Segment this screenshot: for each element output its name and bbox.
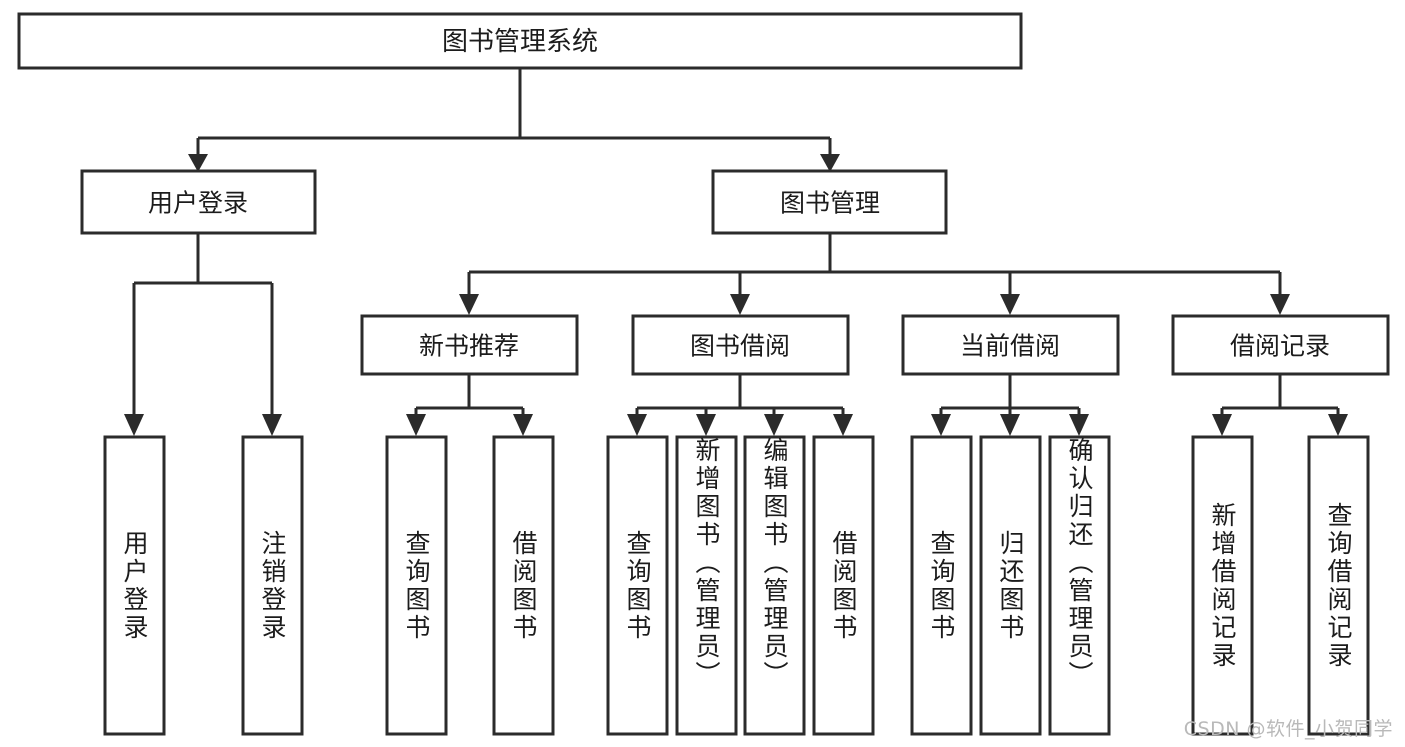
connector-group — [124, 68, 1348, 436]
node-new-book-recommend[interactable]: 新书推荐 — [360, 314, 579, 376]
leaf-add-book-box[interactable] — [675, 435, 738, 736]
node-user-login-box[interactable] — [80, 169, 317, 235]
leaf-edit-book-box[interactable] — [743, 435, 806, 736]
node-book-management-label: 图书管理 — [780, 189, 880, 218]
arrow-leaf-user-login-icon — [124, 414, 144, 436]
watermark: CSDN @软件_小贺同学 — [1183, 718, 1393, 740]
leaf-query-record-box[interactable] — [1307, 435, 1370, 736]
arrow-leaf-borrow-book-2-icon — [833, 414, 853, 436]
arrow-leaf-query-book-1-icon — [406, 414, 426, 436]
node-user-login[interactable]: 用户登录 — [80, 169, 317, 235]
arrow-leaf-add-record-icon — [1212, 414, 1232, 436]
arrow-leaf-return-book-icon — [1000, 414, 1020, 436]
node-book-borrow-box[interactable] — [631, 314, 850, 376]
leaf-query-book-3-box[interactable] — [910, 435, 973, 736]
leaf-user-login-box[interactable] — [103, 435, 166, 736]
arrow-leaf-edit-book-icon — [764, 414, 784, 436]
leaf-confirm-return-box[interactable] — [1048, 435, 1111, 736]
node-new-book-recommend-box[interactable] — [360, 314, 579, 376]
node-book-management-box[interactable] — [711, 169, 948, 235]
node-current-borrow[interactable]: 当前借阅 — [901, 314, 1120, 376]
arrow-leaf-user-logout-icon — [262, 414, 282, 436]
leaf-query-book-2-box[interactable] — [606, 435, 669, 736]
arrow-to-current-borrow-icon — [1000, 294, 1020, 315]
leaf-user-logout-box[interactable] — [241, 435, 304, 736]
node-book-borrow[interactable]: 图书借阅 — [631, 314, 850, 376]
leaf-box-group — [103, 435, 1370, 736]
leaf-return-book-box[interactable] — [979, 435, 1042, 736]
arrow-leaf-add-book-icon — [696, 414, 716, 436]
leaf-borrow-book-2-box[interactable] — [812, 435, 875, 736]
node-book-borrow-label: 图书借阅 — [690, 332, 790, 361]
arrow-leaf-query-record-icon — [1328, 414, 1348, 436]
node-current-borrow-label: 当前借阅 — [960, 332, 1060, 361]
arrow-to-book-management-icon — [820, 154, 840, 172]
arrow-leaf-query-book-3-icon — [931, 414, 951, 436]
arrow-to-borrow-record-icon — [1270, 294, 1290, 315]
node-borrow-record-box[interactable] — [1171, 314, 1390, 376]
node-borrow-record[interactable]: 借阅记录 — [1171, 314, 1390, 376]
node-root-label: 图书管理系统 — [442, 27, 598, 57]
node-root[interactable]: 图书管理系统 — [17, 12, 1023, 70]
node-current-borrow-box[interactable] — [901, 314, 1120, 376]
arrow-leaf-confirm-return-icon — [1069, 414, 1089, 436]
node-new-book-recommend-label: 新书推荐 — [419, 332, 519, 361]
node-root-box[interactable] — [17, 12, 1023, 70]
leaf-query-book-1-box[interactable] — [385, 435, 448, 736]
node-borrow-record-label: 借阅记录 — [1230, 332, 1330, 361]
arrow-leaf-query-book-2-icon — [627, 414, 647, 436]
arrow-to-user-login-icon — [188, 154, 208, 172]
arrow-to-book-borrow-icon — [730, 294, 750, 315]
node-book-management[interactable]: 图书管理 — [711, 169, 948, 235]
arrow-leaf-borrow-book-1-icon — [513, 414, 533, 436]
leaf-add-record-box[interactable] — [1191, 435, 1254, 736]
leaf-borrow-book-1-box[interactable] — [492, 435, 555, 736]
node-user-login-label: 用户登录 — [148, 189, 248, 218]
arrow-to-new-book-icon — [459, 294, 479, 315]
